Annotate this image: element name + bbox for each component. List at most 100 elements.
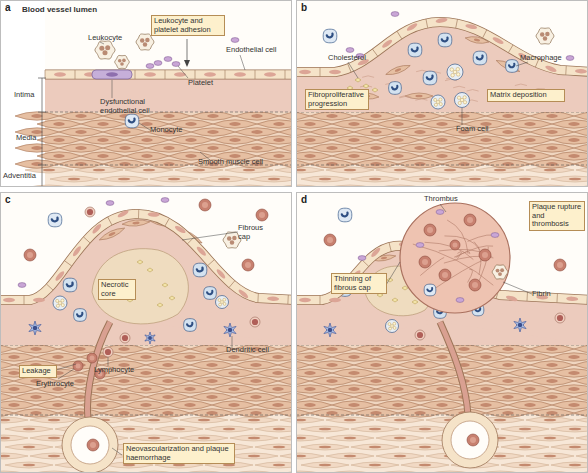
lipid-droplet xyxy=(439,98,442,101)
cell-body xyxy=(147,112,191,120)
erythrocyte xyxy=(450,240,460,250)
smooth-muscle-cell xyxy=(526,435,574,441)
matrix-fibre xyxy=(399,96,411,98)
smooth-muscle-cell xyxy=(37,152,81,160)
cell-body xyxy=(296,377,310,385)
macrophage xyxy=(125,114,139,128)
erythrocyte xyxy=(424,224,436,236)
cell-body xyxy=(296,144,310,152)
cell-body xyxy=(398,160,442,168)
cell-body xyxy=(508,353,552,361)
erythrocyte xyxy=(324,234,336,246)
cell-nucleus xyxy=(227,236,231,240)
erythrocyte xyxy=(242,259,254,271)
endothelial-cell xyxy=(483,30,506,48)
cell-body xyxy=(37,136,81,144)
leader-line xyxy=(139,123,150,130)
cell-nucleus xyxy=(465,23,478,30)
cell-nucleus xyxy=(392,371,403,375)
cell-nucleus xyxy=(123,464,135,467)
cell-nucleus xyxy=(118,379,129,383)
smooth-muscle-cell xyxy=(301,444,349,450)
cell-nucleus xyxy=(546,114,557,118)
cell-nucleus xyxy=(272,371,283,375)
cell-nucleus xyxy=(228,371,239,375)
lipid-droplet xyxy=(456,73,460,77)
cell-body xyxy=(255,462,292,468)
cell-nucleus xyxy=(129,119,135,123)
cell-body xyxy=(191,144,235,152)
lumen xyxy=(45,0,292,187)
smooth-muscle-cell xyxy=(278,393,292,401)
smooth-muscle-cell xyxy=(310,160,354,168)
cell-boundary xyxy=(138,209,139,218)
smooth-muscle-cell xyxy=(332,385,376,393)
smooth-muscle-cell xyxy=(354,160,398,168)
cell-body xyxy=(0,453,28,459)
smooth-muscle-cell xyxy=(14,393,58,401)
smooth-muscle-cell xyxy=(354,377,398,385)
cell-nucleus xyxy=(329,298,341,302)
smooth-muscle-cell xyxy=(326,453,374,459)
cell-nucleus xyxy=(414,347,425,351)
cell-body xyxy=(0,353,36,361)
smooth-muscle-cell xyxy=(301,426,349,432)
cell-nucleus xyxy=(8,371,19,375)
cell-body xyxy=(338,208,352,222)
leukocyte xyxy=(536,28,554,44)
cell-nucleus xyxy=(304,138,315,142)
smooth-muscle-cell xyxy=(398,361,442,369)
smooth-muscle-cell xyxy=(5,462,53,468)
cell-nucleus xyxy=(140,371,151,375)
cell-body xyxy=(296,345,310,353)
cell-body xyxy=(145,332,155,344)
cell-body xyxy=(115,55,130,68)
cell-center xyxy=(327,237,333,243)
cell-body xyxy=(256,401,292,409)
cholesterol-crystal xyxy=(412,300,418,304)
cell-boundary xyxy=(320,68,321,77)
leader-line xyxy=(58,369,74,379)
cell-nucleus xyxy=(326,146,337,150)
cell-body xyxy=(376,152,420,160)
smooth-muscle-cell xyxy=(401,444,449,450)
cell-nucleus xyxy=(326,411,337,415)
cell-body xyxy=(426,471,474,473)
cell-body xyxy=(191,128,235,136)
cell-body xyxy=(213,136,257,144)
cell-nucleus xyxy=(143,169,155,172)
cell-body xyxy=(124,401,168,409)
cell-nucleus xyxy=(502,395,513,399)
platelet xyxy=(106,201,114,206)
erythrocyte xyxy=(24,249,36,261)
part-label: Platelet xyxy=(188,79,213,88)
smooth-muscle-cell xyxy=(230,471,278,473)
endothelial-cell xyxy=(456,19,478,32)
smooth-muscle-cell xyxy=(280,435,292,441)
lipid-droplet xyxy=(221,301,224,304)
smooth-muscle-cell xyxy=(147,144,191,152)
cell-body xyxy=(296,361,310,369)
cell-nucleus xyxy=(105,45,110,50)
cholesterol-crystal xyxy=(157,303,163,307)
cell-body xyxy=(310,144,354,152)
smooth-muscle-cell xyxy=(168,385,212,393)
cell-boundary xyxy=(24,296,25,305)
cell-body xyxy=(50,176,98,182)
cell-body xyxy=(256,353,292,361)
cell-nucleus xyxy=(502,411,513,415)
macrophage xyxy=(338,208,352,222)
cell-nucleus xyxy=(524,387,535,391)
smooth-muscle-cell xyxy=(278,377,292,385)
cell-body xyxy=(136,34,154,50)
cell-body xyxy=(398,377,442,385)
cell-nucleus xyxy=(229,122,240,126)
cell-body xyxy=(74,309,87,322)
smooth-muscle-cell xyxy=(420,385,464,393)
cell-body xyxy=(279,160,292,168)
cell-nucleus xyxy=(458,146,469,150)
endothelial-cell xyxy=(397,20,420,39)
cell-nucleus xyxy=(436,138,447,142)
cell-center xyxy=(427,227,433,233)
cell-nucleus xyxy=(251,114,262,118)
